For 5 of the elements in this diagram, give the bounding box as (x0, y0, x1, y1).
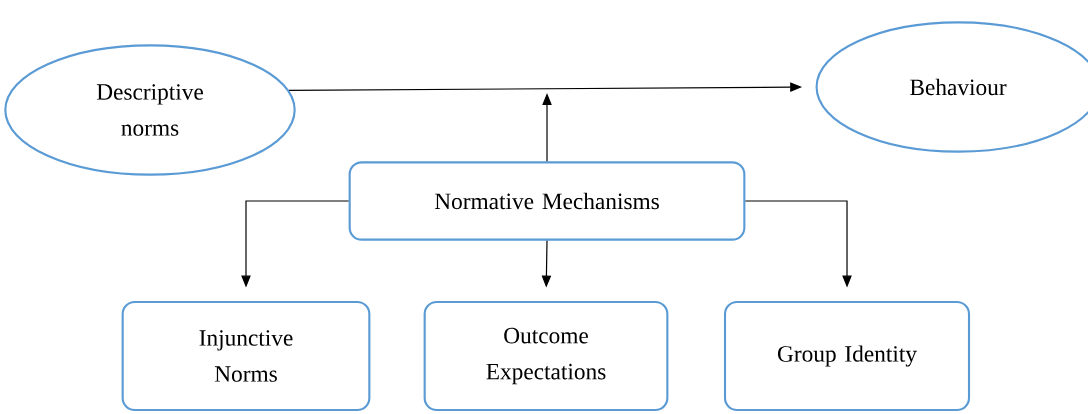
process-box: Normative Mechanisms (348, 161, 746, 241)
ellipse-node: Descriptive norms (4, 44, 296, 176)
process-box: Group Identity (723, 300, 971, 412)
process-box: Injunctive Norms (121, 300, 371, 412)
process-box: Outcome Expectations (423, 300, 669, 412)
